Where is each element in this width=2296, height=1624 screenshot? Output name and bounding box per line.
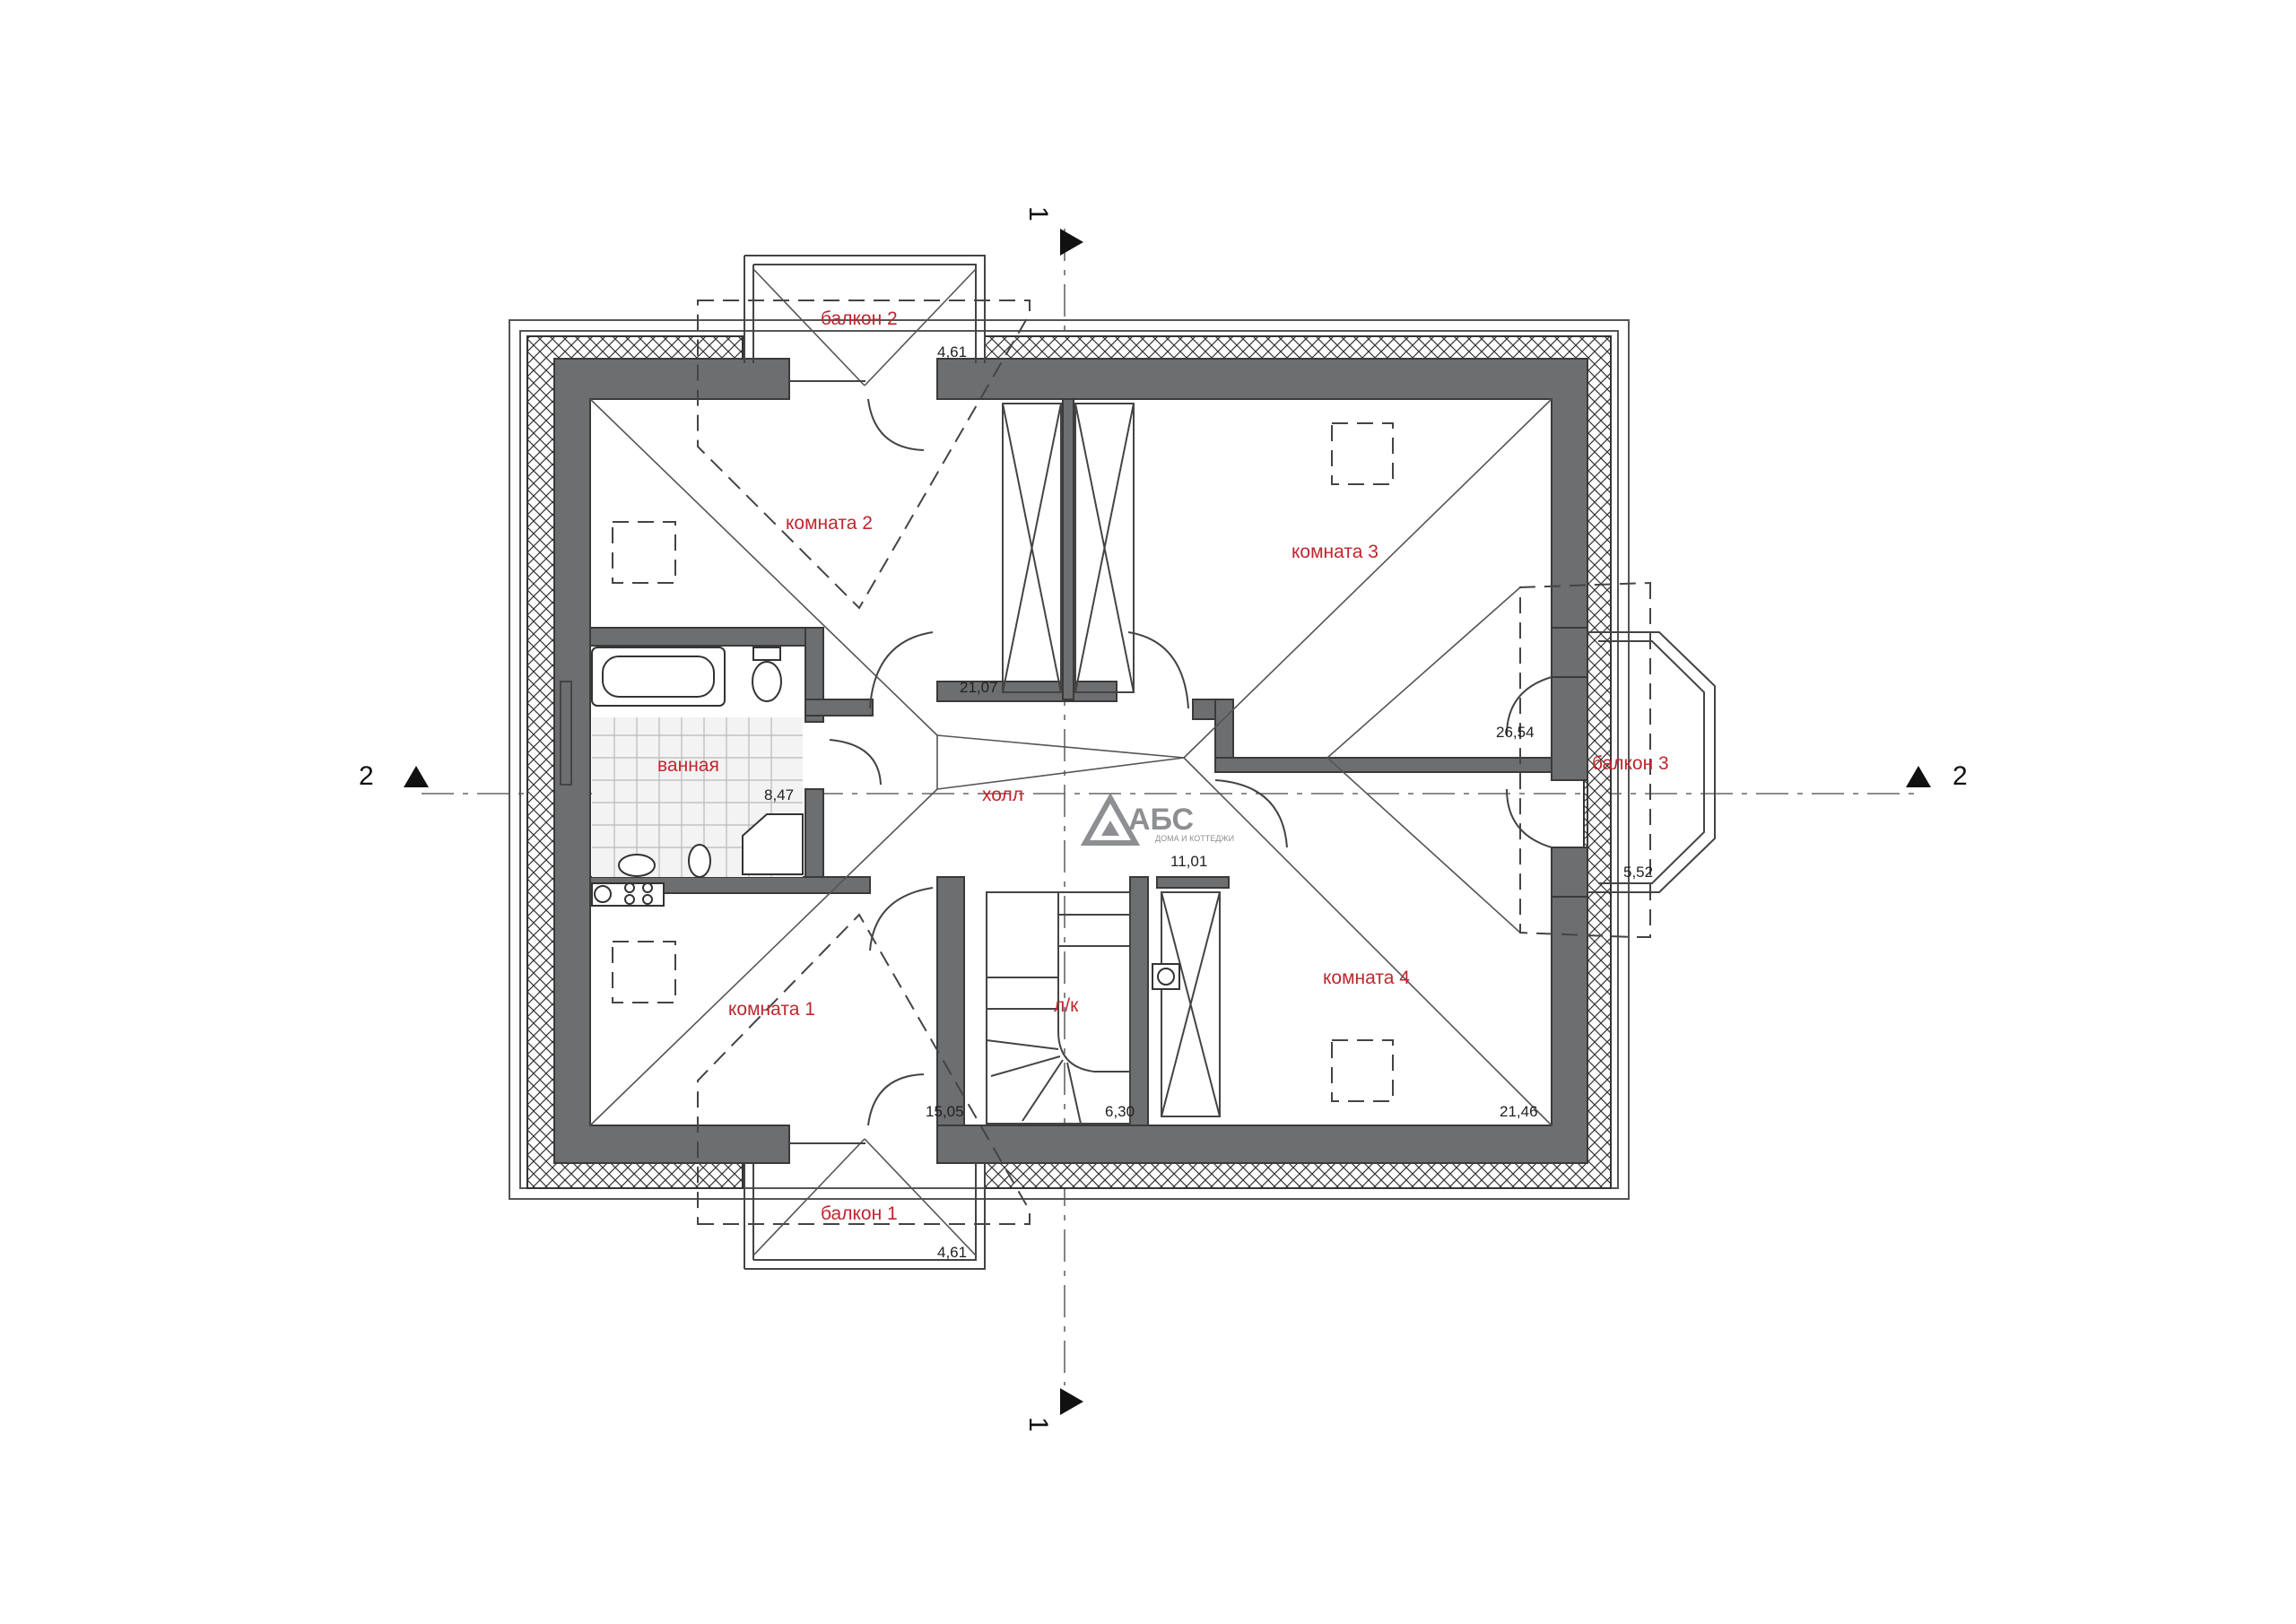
logo-brand: АБС bbox=[1128, 803, 1194, 837]
bathroom-area: 8,47 bbox=[764, 786, 794, 803]
door-swings bbox=[829, 631, 1288, 951]
room-2-area: 21,07 bbox=[960, 679, 998, 696]
section-1-top-label: 1 bbox=[1023, 206, 1053, 221]
room-labels: балкон 2 4,61 комната 2 21,07 комната 3 … bbox=[657, 308, 1669, 1261]
balcony-2 bbox=[744, 255, 986, 451]
section-1-bottom-label: 1 bbox=[1023, 1417, 1053, 1432]
section-2-right-arrow bbox=[1906, 766, 1931, 787]
brand-logo: АБС ДОМА И КОТТЕДЖИ bbox=[1080, 792, 1234, 846]
section-1-bottom-arrow bbox=[1060, 1388, 1083, 1415]
balcony-2-name: балкон 2 bbox=[821, 308, 898, 329]
skylights bbox=[612, 422, 1394, 1102]
section-marks: 1 1 2 2 bbox=[359, 206, 1968, 1432]
room-2-name: комната 2 bbox=[786, 513, 873, 534]
balcony-3 bbox=[1506, 631, 1716, 893]
balcony-3-area: 5,52 bbox=[1623, 864, 1653, 881]
inner-walls bbox=[589, 398, 1552, 1126]
logo-triangle-icon bbox=[1080, 792, 1141, 846]
section-1-top-arrow bbox=[1060, 229, 1083, 256]
room-3-area: 26,54 bbox=[1496, 724, 1535, 741]
room-4-area: 21,46 bbox=[1500, 1103, 1538, 1120]
balcony-2-area: 4,61 bbox=[937, 343, 967, 360]
room-4-name: комната 4 bbox=[1323, 968, 1410, 988]
balcony-1 bbox=[744, 1073, 986, 1270]
balcony-3-name: балкон 3 bbox=[1592, 753, 1669, 774]
dormer-outlines bbox=[697, 300, 1651, 1225]
hall-name: холл bbox=[982, 785, 1023, 805]
bathroom-fixtures bbox=[560, 647, 1180, 990]
hall-area: 11,01 bbox=[1170, 853, 1207, 870]
stair-area: 6,30 bbox=[1105, 1103, 1135, 1120]
roof-ridges bbox=[589, 398, 1552, 1126]
balcony-1-name: балкон 1 bbox=[821, 1203, 898, 1224]
section-2-right-label: 2 bbox=[1952, 761, 1968, 791]
room-1-name: комната 1 bbox=[728, 999, 815, 1020]
staircase bbox=[986, 891, 1131, 1125]
section-2-left-arrow bbox=[404, 766, 429, 787]
bathroom-name: ванная bbox=[657, 755, 719, 776]
wardrobes bbox=[1002, 403, 1221, 1117]
stair-name: л/к bbox=[1054, 995, 1079, 1016]
balcony-1-area: 4,61 bbox=[937, 1244, 967, 1261]
section-2-left-label: 2 bbox=[359, 761, 374, 791]
room-3-name: комната 3 bbox=[1292, 542, 1378, 562]
room-1-area: 15,05 bbox=[926, 1103, 964, 1120]
logo-tagline: ДОМА И КОТТЕДЖИ bbox=[1155, 834, 1234, 843]
